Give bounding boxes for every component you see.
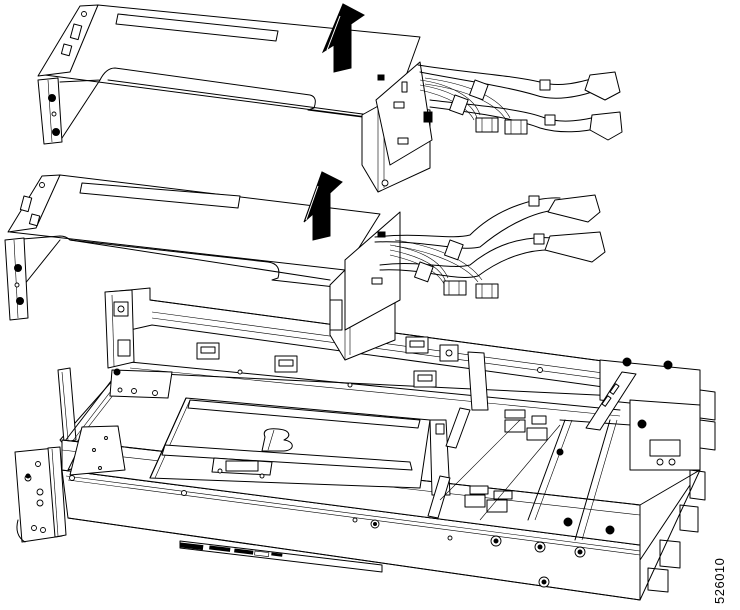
front-left-ear [14, 446, 67, 543]
lift-arrow-2-icon [303, 171, 343, 241]
riser-b-marker [261, 428, 293, 452]
server-chassis [14, 287, 716, 601]
riser-cage-2 [4, 171, 606, 361]
riser-2-left-bracket [4, 174, 61, 321]
label-strip [179, 540, 383, 573]
riser-1-cables [417, 64, 623, 141]
front-bolts [69, 475, 586, 588]
riser-2-cables [374, 194, 606, 299]
riser-standoffs [427, 351, 489, 519]
rear-wall-brackets [196, 336, 543, 388]
center-tray [149, 397, 431, 489]
motherboard-connectors [439, 409, 561, 521]
lift-arrow-1-icon [321, 3, 365, 73]
riser-cage-1 [37, 3, 623, 193]
riser-1-left-bracket [37, 4, 99, 145]
figure-id-label: 526010 [712, 557, 727, 604]
left-io-board [67, 425, 126, 476]
